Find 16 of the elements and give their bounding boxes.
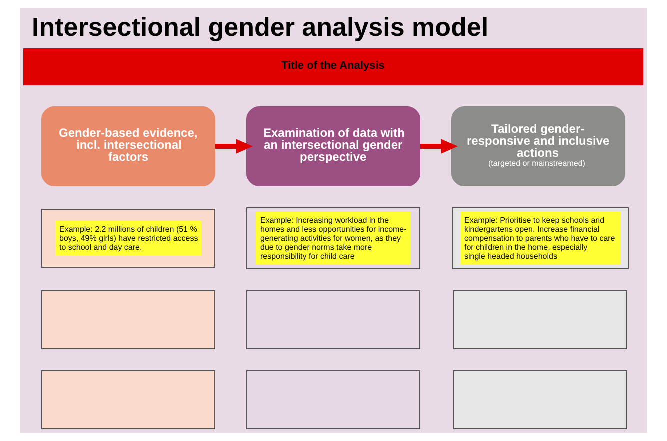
arrow bbox=[420, 139, 458, 154]
node-box bbox=[246, 370, 420, 430]
arrow bbox=[215, 139, 253, 154]
diagram-title: Intersectional gender analysis model bbox=[32, 12, 489, 42]
node-box: Examination of data with an intersectional gender perspective bbox=[246, 106, 420, 186]
node-box bbox=[42, 370, 216, 430]
node-box: Title of the Analysis bbox=[24, 48, 644, 86]
node-box bbox=[454, 370, 628, 430]
node-box: Example: 2.2 millions of children (51 % boys, 49% girls) have restricted access to school and day care. bbox=[42, 209, 216, 268]
node-box bbox=[246, 290, 420, 350]
node-box: Example: Increasing workload in the homes and less opportunities for income-generating activities for women, as they due to gender norms take more responsibility for child care bbox=[246, 208, 420, 270]
node-box: Gender-based evidence, incl. intersectional factors bbox=[42, 106, 216, 186]
node-box bbox=[454, 290, 628, 350]
node-box bbox=[42, 290, 216, 350]
node-box: Tailored gender-responsive and inclusive actions (targeted or mainstreamed) bbox=[452, 106, 626, 186]
node-box: Example: Prioritise to keep schools and kindergartens open. Increase financial compensation to parents who have to care for children in the home, especially single headed households bbox=[452, 208, 629, 270]
